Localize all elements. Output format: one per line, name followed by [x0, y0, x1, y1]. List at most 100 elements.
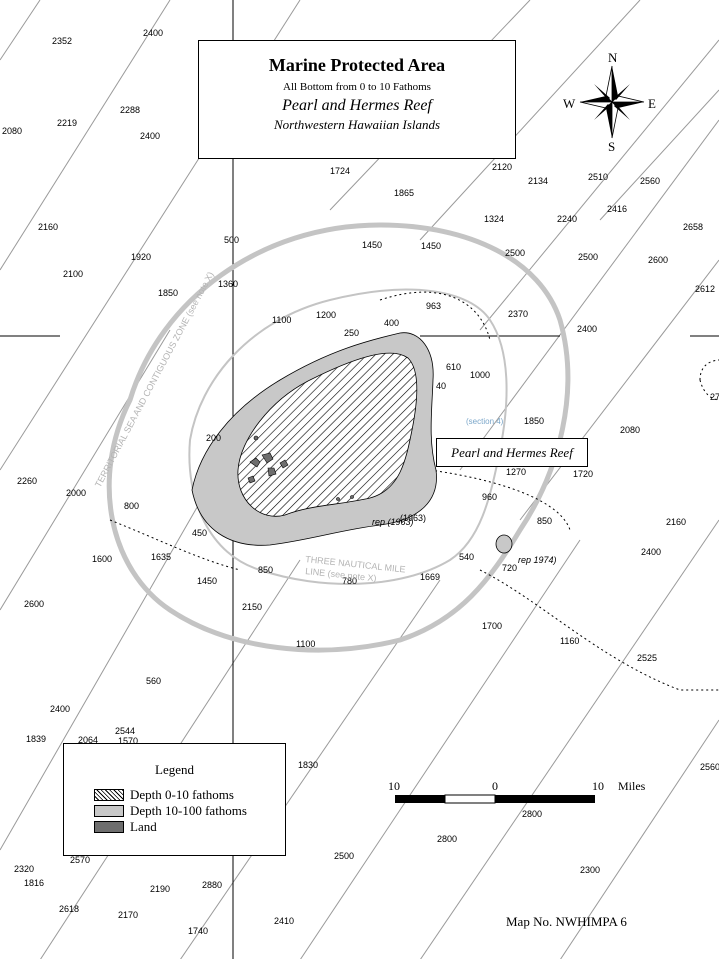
depth-sounding: 1865: [394, 188, 414, 198]
depth-sounding: 2618: [59, 904, 79, 914]
compass-north: N: [608, 50, 618, 65]
depth-sounding: 850: [258, 565, 273, 575]
legend-item-land: Land: [94, 819, 157, 834]
land-islets: [247, 435, 354, 501]
depth-sounding: 400: [384, 318, 399, 328]
depth-sounding: 2500: [505, 248, 525, 258]
depth-sounding: 2352: [52, 36, 72, 46]
depth-sounding: 2240: [557, 214, 577, 224]
depth-sounding: 250: [344, 328, 359, 338]
section-label: (section 4): [466, 417, 504, 426]
depth-sounding: 560: [146, 676, 161, 686]
depth-sounding: 1100: [272, 315, 291, 325]
depth-sounding: 1450: [197, 576, 217, 586]
depth-sounding: 2400: [140, 131, 160, 141]
rep-1974-label: rep 1974): [518, 555, 557, 565]
depth-sounding: 2560: [700, 762, 719, 772]
title-box: Marine Protected Area All Bottom from 0 …: [198, 40, 516, 159]
depth-sounding: 2416: [607, 204, 627, 214]
depth-sounding: (1963): [400, 513, 426, 523]
contour-line: [519, 259, 719, 521]
depth-sounding: 2170: [118, 910, 138, 920]
depth-sounding: 1724: [330, 166, 350, 176]
legend-title: Legend: [155, 762, 194, 777]
depth-sounding: 1324: [484, 214, 504, 224]
depth-sounding: 2260: [17, 476, 37, 486]
depth-sounding: 1600: [92, 554, 112, 564]
depth-sounding: 2612: [695, 284, 715, 294]
depth-sounding: 2120: [492, 162, 512, 172]
compass-rose: N S E W: [563, 50, 656, 154]
depth-sounding: 1669: [420, 572, 440, 582]
depth-sounding: 540: [459, 552, 474, 562]
contour-line: [0, 329, 171, 611]
depth-sounding: 2525: [637, 653, 657, 663]
depth-sounding: 2370: [508, 309, 528, 319]
depth-sounding: 1570: [118, 736, 138, 746]
depth-sounding: 2134: [528, 176, 548, 186]
depth-sounding: 40: [436, 381, 446, 391]
scale-unit-label: Miles: [618, 779, 646, 793]
depth-sounding: 2080: [620, 425, 640, 435]
depth-sounding: 1160: [560, 636, 579, 646]
depth-sounding: 1839: [26, 734, 46, 744]
depth-sounding: 1000: [470, 370, 490, 380]
contour-line: [560, 719, 719, 959]
depth-sounding: 1450: [421, 241, 441, 251]
legend: Legend Depth 0-10 fathoms Depth 10-100 f…: [63, 743, 286, 856]
depth-sounding: 1740: [188, 926, 208, 936]
depth-sounding: 200: [206, 433, 221, 443]
depth-sounding: 2000: [66, 488, 86, 498]
rep-1963-label: rep (1963): [372, 517, 414, 527]
depth-sounding: 780: [342, 576, 357, 586]
compass-east: E: [648, 96, 656, 111]
contour-line: [0, 0, 41, 61]
depth-sounding: 1200: [316, 310, 336, 320]
depth-sounding: 2570: [70, 855, 90, 865]
depth-sounding: 2300: [580, 865, 600, 875]
depth-sounding: 800: [124, 501, 139, 511]
contour-line: [0, 0, 171, 271]
depth-sounding: 2320: [14, 864, 34, 874]
legend-swatch-grey: [94, 805, 124, 817]
contour-line: [420, 519, 719, 959]
depth-sounding: 1635: [151, 552, 171, 562]
depth-sounding: 1700: [482, 621, 502, 631]
depth-sounding: 2160: [38, 222, 58, 232]
map-number: Map No. NWHIMPA 6: [506, 914, 627, 929]
depth-sounding: 2800: [437, 834, 457, 844]
contour-line: [479, 39, 719, 331]
depth-sounding: 1720: [573, 469, 593, 479]
legend-item-hatch: Depth 0-10 fathoms: [94, 787, 234, 802]
detached-bank: [495, 534, 513, 554]
depth-sounding: 2064: [78, 735, 98, 745]
contour-line: [0, 449, 231, 851]
depth-sounding: 1830: [298, 760, 318, 770]
map-title: Marine Protected Area: [268, 55, 446, 75]
depth-sounding: 2712: [710, 392, 719, 402]
depth-sounding: 2150: [242, 602, 262, 612]
depth-sounding: 610: [446, 362, 461, 372]
map-place: Pearl and Hermes Reef: [282, 97, 432, 114]
rep-labels: rep (1963) rep 1974): [372, 517, 557, 565]
legend-label: Land: [130, 819, 157, 834]
depth-sounding: 2880: [202, 880, 222, 890]
scale-bar: 10 0 10 Miles: [388, 779, 646, 804]
depth-sounding: 2560: [640, 176, 660, 186]
contour-line: [599, 89, 719, 221]
depth-sounding: 2080: [2, 126, 22, 136]
depth-sounding: 450: [192, 528, 207, 538]
territorial-sea-boundary: [106, 222, 571, 653]
scale-right-label: 10: [592, 779, 604, 793]
legend-swatch-land: [94, 821, 124, 833]
depth-sounding: 2510: [588, 172, 608, 182]
depth-sounding: 2800: [522, 809, 542, 819]
depth-sounding: 1816: [24, 878, 44, 888]
depth-sounding: 2400: [143, 28, 163, 38]
map-subtitle: All Bottom from 0 to 10 Fathoms: [283, 81, 431, 93]
map-region: Northwestern Hawaiian Islands: [273, 117, 441, 132]
depth-sounding: 2100: [63, 269, 83, 279]
